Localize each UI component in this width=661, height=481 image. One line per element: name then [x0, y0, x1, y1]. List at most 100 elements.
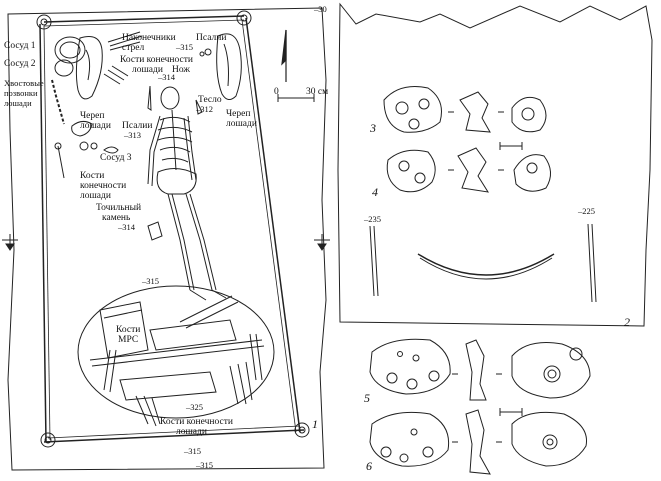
ribs — [157, 116, 193, 163]
label-limb-bones-2: лошади — [132, 65, 163, 75]
whetstone — [147, 221, 163, 241]
arrowheads — [107, 31, 143, 51]
adze — [195, 99, 203, 115]
label-adze-depth: –312 — [195, 104, 213, 114]
label-limb-left-2: конечности — [80, 181, 126, 191]
horse-limb-bones-bottom — [135, 395, 161, 427]
psalii-drawing-6 — [369, 409, 588, 475]
dashes-3-4 — [448, 111, 523, 171]
label-psalii-mid-depth: –313 — [123, 130, 141, 140]
feet — [189, 289, 227, 301]
horse-skull-top-right — [216, 33, 242, 100]
label-tail-3: лошади — [4, 98, 32, 108]
scale-zero: 0 — [274, 87, 279, 97]
horse-skull-mid — [71, 120, 93, 137]
label-vessel-3: Сосуд 3 — [100, 153, 132, 163]
scale-30cm: 30 см — [306, 87, 328, 97]
section-post-left — [369, 225, 379, 297]
dashes-5-6 — [452, 373, 523, 443]
figure-number-1: 1 — [312, 417, 318, 431]
label-limb-bottom-2: лошади — [176, 427, 207, 437]
label-knife: Нож — [172, 65, 190, 75]
label-psalii-top-depth: –315 — [175, 42, 193, 52]
chariot-frame — [119, 319, 237, 401]
figure-number-6: 6 — [366, 459, 372, 473]
label-whetstone-1: Точильный — [96, 202, 141, 213]
frame-right — [245, 17, 301, 433]
wheel-left — [103, 349, 117, 393]
label-depth-235: –235 — [363, 214, 381, 224]
label-limb-bottom-1: Кости конечности — [160, 417, 233, 427]
section-profile — [337, 2, 653, 327]
figure-number-2: 2 — [624, 315, 630, 329]
label-skull-right-1: Череп — [226, 109, 250, 119]
corner-post-tl — [36, 14, 52, 30]
label-depth-315-b1: –315 — [183, 446, 201, 456]
label-limb-left-1: Кости — [80, 171, 104, 181]
tail-vertebrae — [51, 79, 65, 125]
human-skull — [160, 86, 180, 110]
psalii-top — [204, 48, 212, 56]
label-limb-bones-1: Кости конечности — [120, 55, 193, 65]
psalii-mid — [79, 141, 89, 151]
label-psalii-mid: Псалии — [122, 121, 152, 131]
frame-top — [43, 15, 245, 23]
vessel-3 — [103, 146, 119, 154]
corner-post-br — [294, 422, 310, 438]
horse-limb-bones-top — [103, 65, 129, 85]
plan-labels: Сосуд 1 Сосуд 2 Хвостовые позвонки лошад… — [4, 33, 318, 470]
section-arc — [417, 253, 555, 276]
label-depth-225: –225 — [577, 206, 595, 216]
label-skull-left-2: лошади — [80, 121, 111, 131]
left-leg — [167, 193, 191, 291]
label-arrowheads-2: стрел — [122, 43, 144, 53]
label-psalii-top: Псалии — [196, 33, 226, 43]
section-markers — [2, 234, 330, 251]
frame-bottom — [43, 429, 305, 443]
pelvis — [156, 168, 197, 195]
left-arm — [147, 115, 161, 185]
knife — [147, 85, 152, 111]
label-depth-30: –30 — [313, 4, 327, 14]
label-tail-1: Хвостовые — [4, 78, 44, 88]
section-outline — [337, 2, 653, 327]
spine — [171, 109, 177, 171]
chariot-pole — [179, 295, 239, 329]
label-limb-left-3: лошади — [80, 191, 111, 201]
label-depth-315-b2: –315 — [195, 460, 213, 470]
psalii-drawing-4 — [386, 147, 551, 193]
label-skull-left-1: Череп — [80, 111, 104, 121]
label-tail-2: позвонки — [4, 88, 38, 98]
label-skull-right-2: лошади — [226, 119, 257, 129]
right-leg — [185, 193, 213, 291]
label-mrs-1: Кости — [116, 325, 140, 335]
label-depth-325: –325 — [185, 402, 203, 412]
corner-post-bl — [40, 432, 56, 448]
frame-left — [39, 23, 47, 443]
wheel-right — [249, 333, 263, 381]
label-vessel-1: Сосуд 1 — [4, 41, 36, 51]
label-depth-315-mid: –315 — [141, 276, 159, 286]
psalii-drawing-5 — [369, 338, 591, 401]
right-arm — [187, 115, 197, 181]
chariot-box — [99, 301, 149, 359]
label-whetstone-2: камень — [102, 213, 131, 223]
chariot-pit — [77, 285, 275, 419]
label-adze: Тесло — [198, 95, 222, 105]
chariot-bones — [229, 361, 253, 405]
corner-post-tr — [236, 10, 252, 26]
pit-outline — [7, 7, 327, 471]
horse-limb-bones-left — [57, 145, 65, 179]
chariot-axle — [89, 339, 265, 367]
vessel-1 — [54, 36, 86, 64]
scale-bar — [277, 94, 315, 102]
horse-skull-top-left — [75, 36, 103, 100]
grave-plan — [7, 7, 327, 471]
north-arrow — [281, 29, 287, 82]
section-post-right — [587, 223, 597, 303]
label-whetstone-depth: –314 — [117, 222, 136, 232]
label-vessel-2: Сосуд 2 — [4, 59, 36, 69]
psalii-drawing-3 — [383, 86, 547, 133]
